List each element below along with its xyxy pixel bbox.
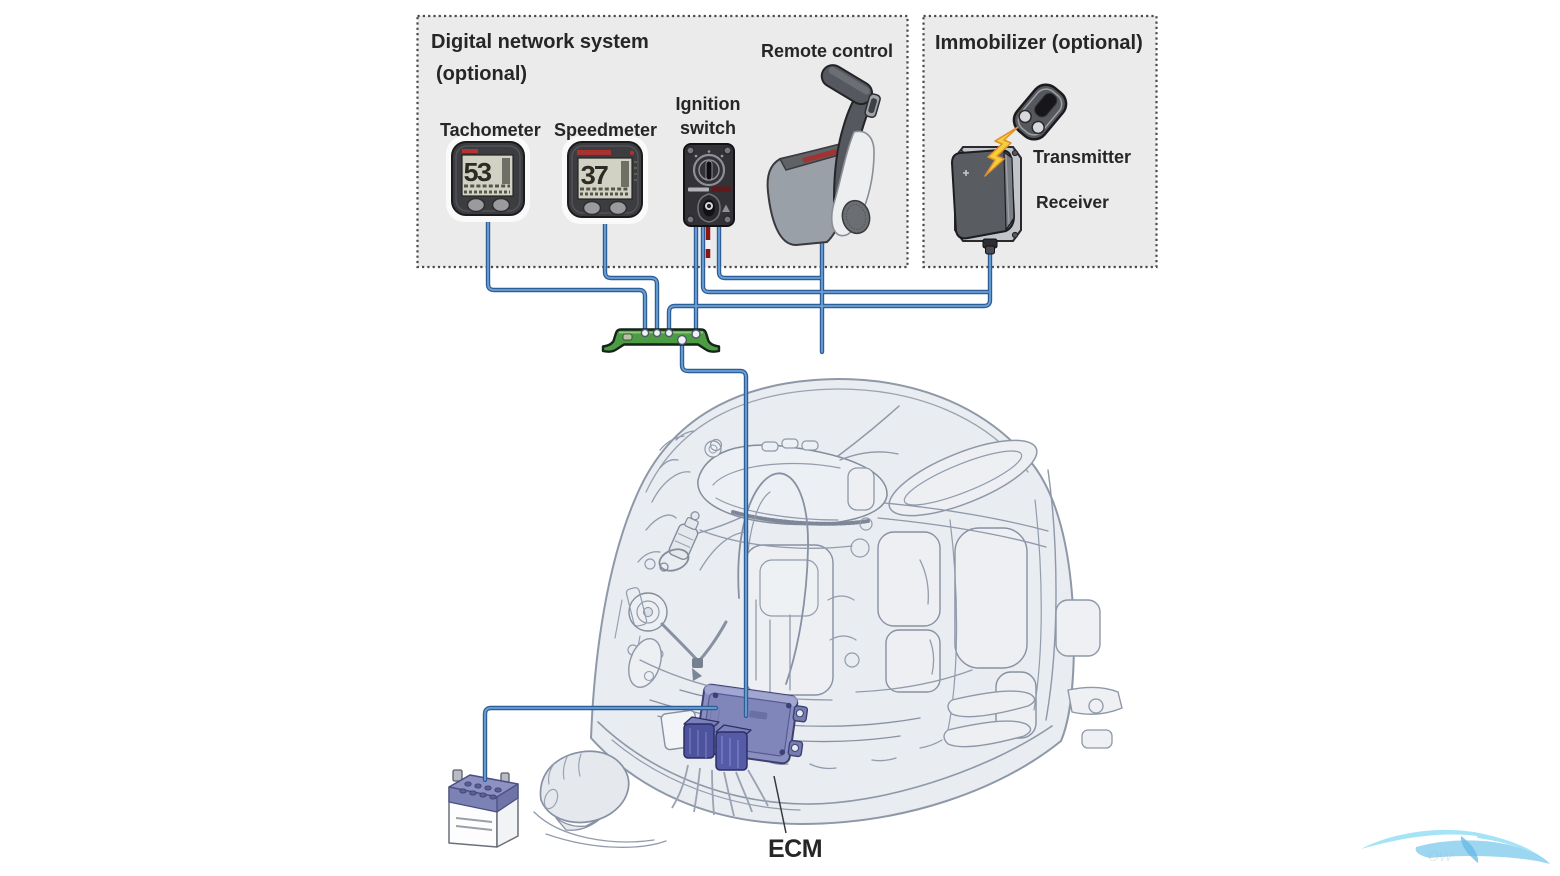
svg-text:OW: OW (1428, 848, 1454, 864)
svg-text:(optional): (optional) (436, 63, 527, 85)
svg-text:Transmitter: Transmitter (1033, 147, 1131, 167)
svg-text:Immobilizer (optional): Immobilizer (optional) (935, 32, 1143, 54)
svg-text:Remote control: Remote control (761, 41, 893, 61)
svg-text:Tachometer: Tachometer (440, 120, 541, 140)
svg-text:Speedmeter: Speedmeter (554, 120, 657, 140)
svg-text:Receiver: Receiver (1036, 192, 1109, 212)
svg-text:Digital network system: Digital network system (431, 31, 649, 53)
svg-text:ECM: ECM (768, 835, 822, 863)
svg-text:Ignition: Ignition (676, 94, 741, 114)
svg-text:switch: switch (680, 118, 736, 138)
